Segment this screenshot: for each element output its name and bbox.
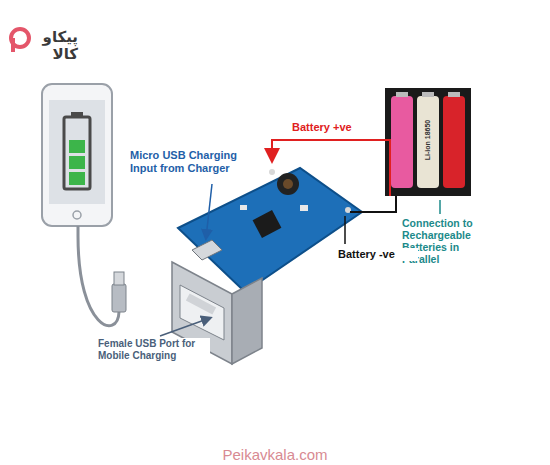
watermark: Peikavkala.com (195, 446, 355, 463)
battery-holder (385, 88, 471, 196)
usb-cable (78, 226, 126, 326)
wire-label: Battery +ve (292, 121, 382, 134)
micro-usb-leader (206, 184, 212, 238)
phone (42, 84, 112, 226)
positive-wire (272, 140, 390, 196)
callout-label: Micro USB Charging Input from Charger (130, 149, 252, 174)
negative-wire (350, 196, 396, 212)
charger-module (172, 168, 362, 364)
battery-marking: Li-ion 18650 (424, 105, 432, 175)
parallel-leader (439, 200, 441, 214)
negative-leader (344, 216, 346, 244)
logo-icon (11, 29, 29, 52)
logo-text: پیکاو کالا (24, 28, 78, 63)
female-usb-leader (160, 318, 210, 336)
callout-label: Female USB Port for Mobile Charging (98, 338, 210, 361)
wire-label: Battery -ve (338, 248, 418, 261)
